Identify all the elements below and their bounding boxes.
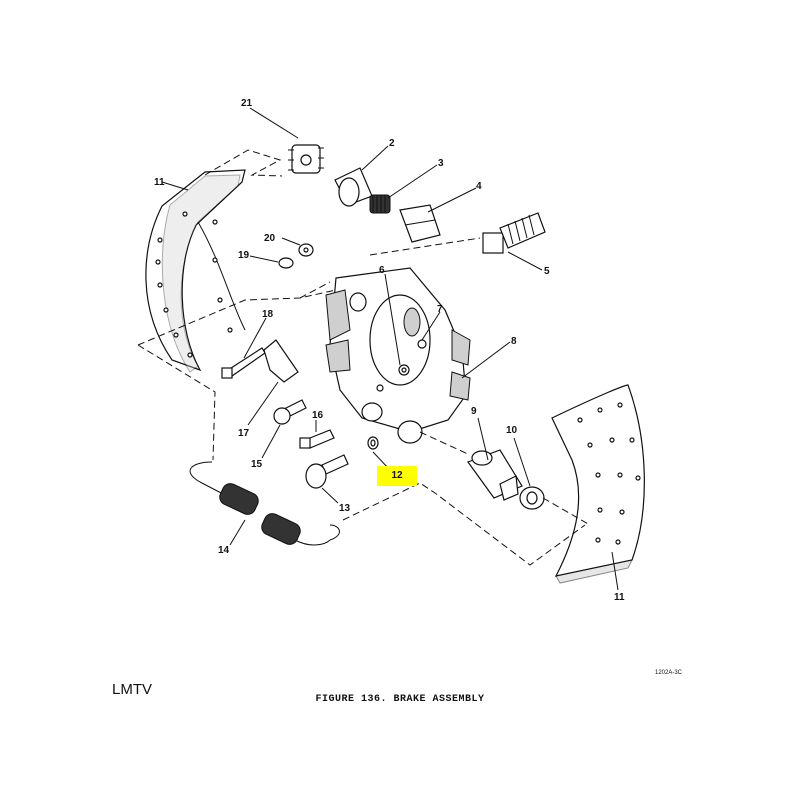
callout-15: 15 [251, 424, 281, 470]
svg-text:11: 11 [154, 177, 165, 188]
washer-12 [367, 436, 379, 450]
callout-8: 8 [461, 336, 517, 379]
cone-part [334, 167, 373, 207]
nut-washer [278, 243, 314, 269]
svg-text:5: 5 [544, 266, 550, 277]
svg-text:13: 13 [339, 503, 351, 514]
callout-7: 7 [421, 304, 443, 341]
callout-16: 16 [312, 410, 324, 432]
svg-text:17: 17 [238, 428, 250, 439]
svg-text:6: 6 [379, 265, 385, 276]
svg-text:19: 19 [238, 250, 250, 261]
svg-text:21: 21 [241, 98, 253, 109]
callout-20: 20 [264, 233, 301, 246]
coil-spring-small [369, 194, 391, 214]
svg-text:14: 14 [218, 545, 230, 556]
svg-text:4: 4 [476, 181, 482, 192]
callout-17: 17 [238, 381, 279, 439]
svg-text:9: 9 [471, 406, 477, 417]
callout-10: 10 [506, 425, 531, 487]
cam-shaft [467, 449, 523, 501]
drawing-code: 1202A-3C [655, 670, 683, 676]
brake-shoe-right [551, 384, 645, 584]
callout-19: 19 [238, 250, 279, 263]
callout-12-label[interactable]: 12 [391, 470, 403, 481]
callout-6: 6 [379, 265, 401, 366]
bolt-18 [221, 347, 266, 379]
callout-14: 14 [218, 519, 246, 556]
callout-21: 21 [241, 98, 299, 139]
svg-text:15: 15 [251, 459, 263, 470]
highlighted-callout-box [377, 466, 417, 486]
return-spring [189, 461, 340, 546]
callout-5: 5 [507, 251, 550, 277]
callout-9: 9 [471, 406, 489, 461]
svg-text:7: 7 [437, 304, 443, 315]
svg-text:16: 16 [312, 410, 324, 421]
bushing-10 [519, 486, 545, 510]
brake-shoe-left [145, 169, 246, 373]
plunger-assembly [482, 212, 546, 254]
callout-13: 13 [321, 487, 351, 514]
figure-caption: FIGURE 136. BRAKE ASSEMBLY [315, 694, 485, 705]
adjuster-gear [288, 144, 324, 174]
bolt-13 [305, 454, 349, 489]
assembly-lines [137, 149, 591, 566]
svg-text:10: 10 [506, 425, 518, 436]
svg-text:2: 2 [389, 138, 395, 149]
callout-3: 3 [387, 158, 444, 199]
svg-text:20: 20 [264, 233, 276, 244]
svg-text:18: 18 [262, 309, 274, 320]
clip-17 [263, 339, 299, 383]
bolt-16 [299, 429, 335, 449]
svg-text:11: 11 [614, 592, 625, 603]
svg-text:8: 8 [511, 336, 517, 347]
callout-18: 18 [243, 309, 274, 359]
callout-11-top: 11 [154, 177, 189, 191]
bolt-15 [273, 399, 307, 425]
callout-2: 2 [361, 138, 395, 171]
svg-text:3: 3 [438, 158, 444, 169]
callout-4: 4 [427, 181, 482, 213]
bracket-part [399, 204, 441, 243]
vehicle-model-label: LMTV [112, 681, 153, 698]
callout-11-bottom: 11 [611, 551, 625, 603]
